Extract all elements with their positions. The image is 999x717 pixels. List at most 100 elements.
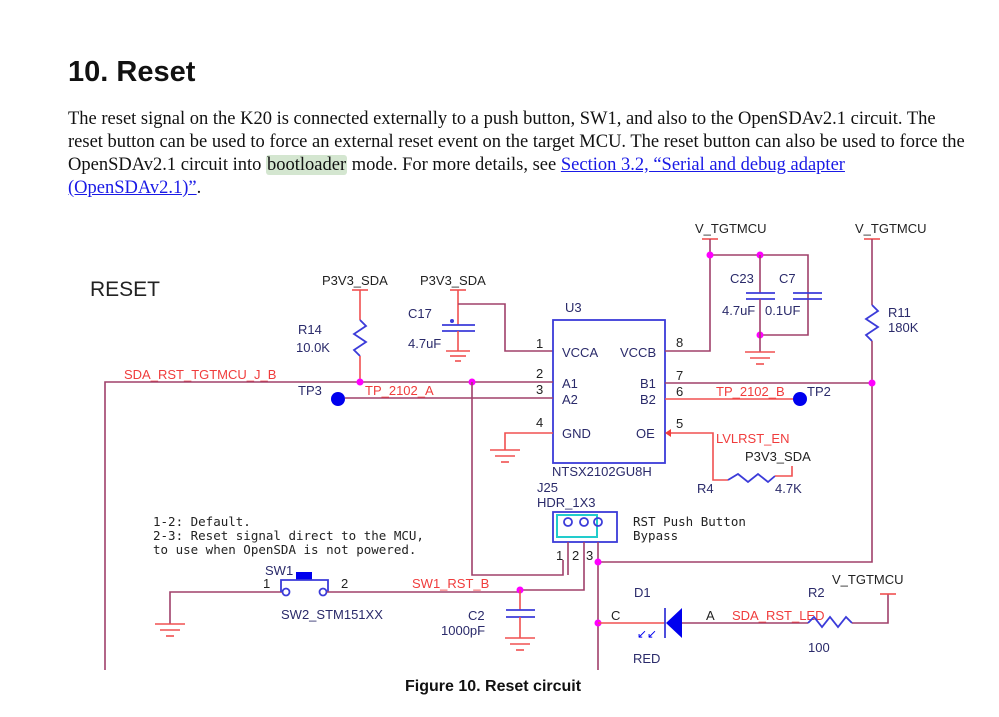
r11-value: 180K <box>888 320 919 335</box>
pin-number: 7 <box>676 368 683 383</box>
d1-anode: A <box>706 608 715 623</box>
net-label-p3v3-r14: P3V3_SDA <box>322 273 388 288</box>
wire-vccb <box>665 239 711 352</box>
ground-icon <box>505 637 535 651</box>
c2-ref: C2 <box>468 608 485 623</box>
d1-ref: D1 <box>634 585 651 600</box>
sw1-part: SW2_STM151XX <box>281 607 383 622</box>
sw1-pin2: 2 <box>341 576 348 591</box>
pin-name: A1 <box>562 376 578 391</box>
switch-sw1-icon <box>280 579 329 592</box>
pin-label: 3 <box>586 548 593 563</box>
note-line-3: to use when OpenSDA is not powered. <box>153 542 416 557</box>
pin-number: 5 <box>676 416 683 431</box>
section-heading: 10. Reset <box>68 56 196 88</box>
j25-header <box>552 511 618 543</box>
pin-icon <box>563 517 573 527</box>
c23-ref: C23 <box>730 271 754 286</box>
section-paragraph: The reset signal on the K20 is connected… <box>68 108 968 200</box>
net-vtgt-3: V_TGTMCU <box>832 572 904 587</box>
highlighted-word: bootloader <box>266 155 348 175</box>
resistor-r2-icon <box>807 615 853 629</box>
ground-icon <box>155 623 185 637</box>
r2-value: 100 <box>808 640 830 655</box>
ground-icon <box>446 350 470 362</box>
wire-sda-rst <box>104 381 553 670</box>
arrow-icon <box>665 429 671 437</box>
para-text-1: The reset signal on the K20 is connected… <box>68 109 965 175</box>
pin-number: 1 <box>536 336 543 351</box>
r11-ref: R11 <box>888 305 911 320</box>
note-line-2: 2-3: Reset signal direct to the MCU, <box>153 528 424 543</box>
pin-number: 4 <box>536 415 543 430</box>
junction <box>356 378 364 386</box>
wire-vcca <box>458 303 553 352</box>
schematic-title: RESET <box>90 278 160 301</box>
net-lvlrst: LVLRST_EN <box>716 431 789 446</box>
testpoint-tp3-icon <box>331 392 345 406</box>
junction <box>868 379 876 387</box>
para-text-2: mode. For more details, see <box>347 155 561 175</box>
r2-ref: R2 <box>808 585 825 600</box>
switch-contact <box>281 587 291 597</box>
junction <box>706 251 714 259</box>
u3-chip <box>552 319 666 464</box>
net-vtgt-2: V_TGTMCU <box>855 221 927 236</box>
r14-value: 10.0K <box>296 340 330 355</box>
pin-label: 2 <box>572 548 579 563</box>
pin-name: OE <box>636 426 655 441</box>
sw1-ref: SW1 <box>265 563 293 578</box>
pin-name: VCCA <box>562 345 598 360</box>
bypass-note-1: RST Push Button <box>633 514 746 529</box>
pin-number: 6 <box>676 384 683 399</box>
pin-name: B1 <box>640 376 656 391</box>
testpoint-tp2-icon <box>793 392 807 406</box>
c7-value: 0.1UF <box>765 303 800 318</box>
net-vtgt-1: V_TGTMCU <box>695 221 767 236</box>
r4-ref: R4 <box>697 481 714 496</box>
light-emission-icon: ↙↙ <box>637 627 657 641</box>
pin-name: VCCB <box>620 345 656 360</box>
d1-cathode: C <box>611 608 620 623</box>
net-sdaled: SDA_RST_LED <box>732 608 824 623</box>
net-sda-rst: SDA_RST_TGTMCU_J_B <box>124 367 276 382</box>
c17-value: 4.7uF <box>408 336 441 351</box>
pin-name: GND <box>562 426 591 441</box>
pin-number: 2 <box>536 366 543 381</box>
u3-part: NTSX2102GU8H <box>552 464 652 479</box>
net-tp2102b: TP_2102_B <box>716 384 785 399</box>
r14-ref: R14 <box>298 322 322 337</box>
tp2-ref: TP2 <box>807 384 831 399</box>
wire-j25-pin1 <box>471 382 564 576</box>
d1-color: RED <box>633 651 660 666</box>
net-p3v3-r4: P3V3_SDA <box>745 449 811 464</box>
wire-oe <box>671 432 728 481</box>
led-d1-icon <box>666 608 682 638</box>
resistor-r4-icon <box>727 472 776 484</box>
resistor-r11-icon <box>864 304 880 342</box>
net-label-p3v3-c17: P3V3_SDA <box>420 273 486 288</box>
wire <box>775 466 793 477</box>
j25-ref: J25 <box>537 480 558 495</box>
pin-name: A2 <box>562 392 578 407</box>
c7-ref: C7 <box>779 271 796 286</box>
wire-caps <box>710 254 809 336</box>
polarity-dot <box>450 319 454 323</box>
switch-contact <box>318 587 328 597</box>
c17-ref: C17 <box>408 306 432 321</box>
j25-part: HDR_1X3 <box>537 495 596 510</box>
wire <box>504 432 553 450</box>
sw1-pin1: 1 <box>263 576 270 591</box>
section-link[interactable]: Section 3.2, “Serial and debug adapter (… <box>68 155 845 198</box>
ground-icon <box>745 351 775 365</box>
pin-icon <box>593 517 603 527</box>
tp3-ref: TP3 <box>298 383 322 398</box>
c23-value: 4.7uF <box>722 303 755 318</box>
jumper-icon <box>556 514 598 538</box>
pin-icon <box>579 517 589 527</box>
c2-value: 1000pF <box>441 623 485 638</box>
note-line-1: 1-2: Default. <box>153 514 251 529</box>
ground-icon <box>490 449 520 463</box>
bypass-note-2: Bypass <box>633 528 678 543</box>
